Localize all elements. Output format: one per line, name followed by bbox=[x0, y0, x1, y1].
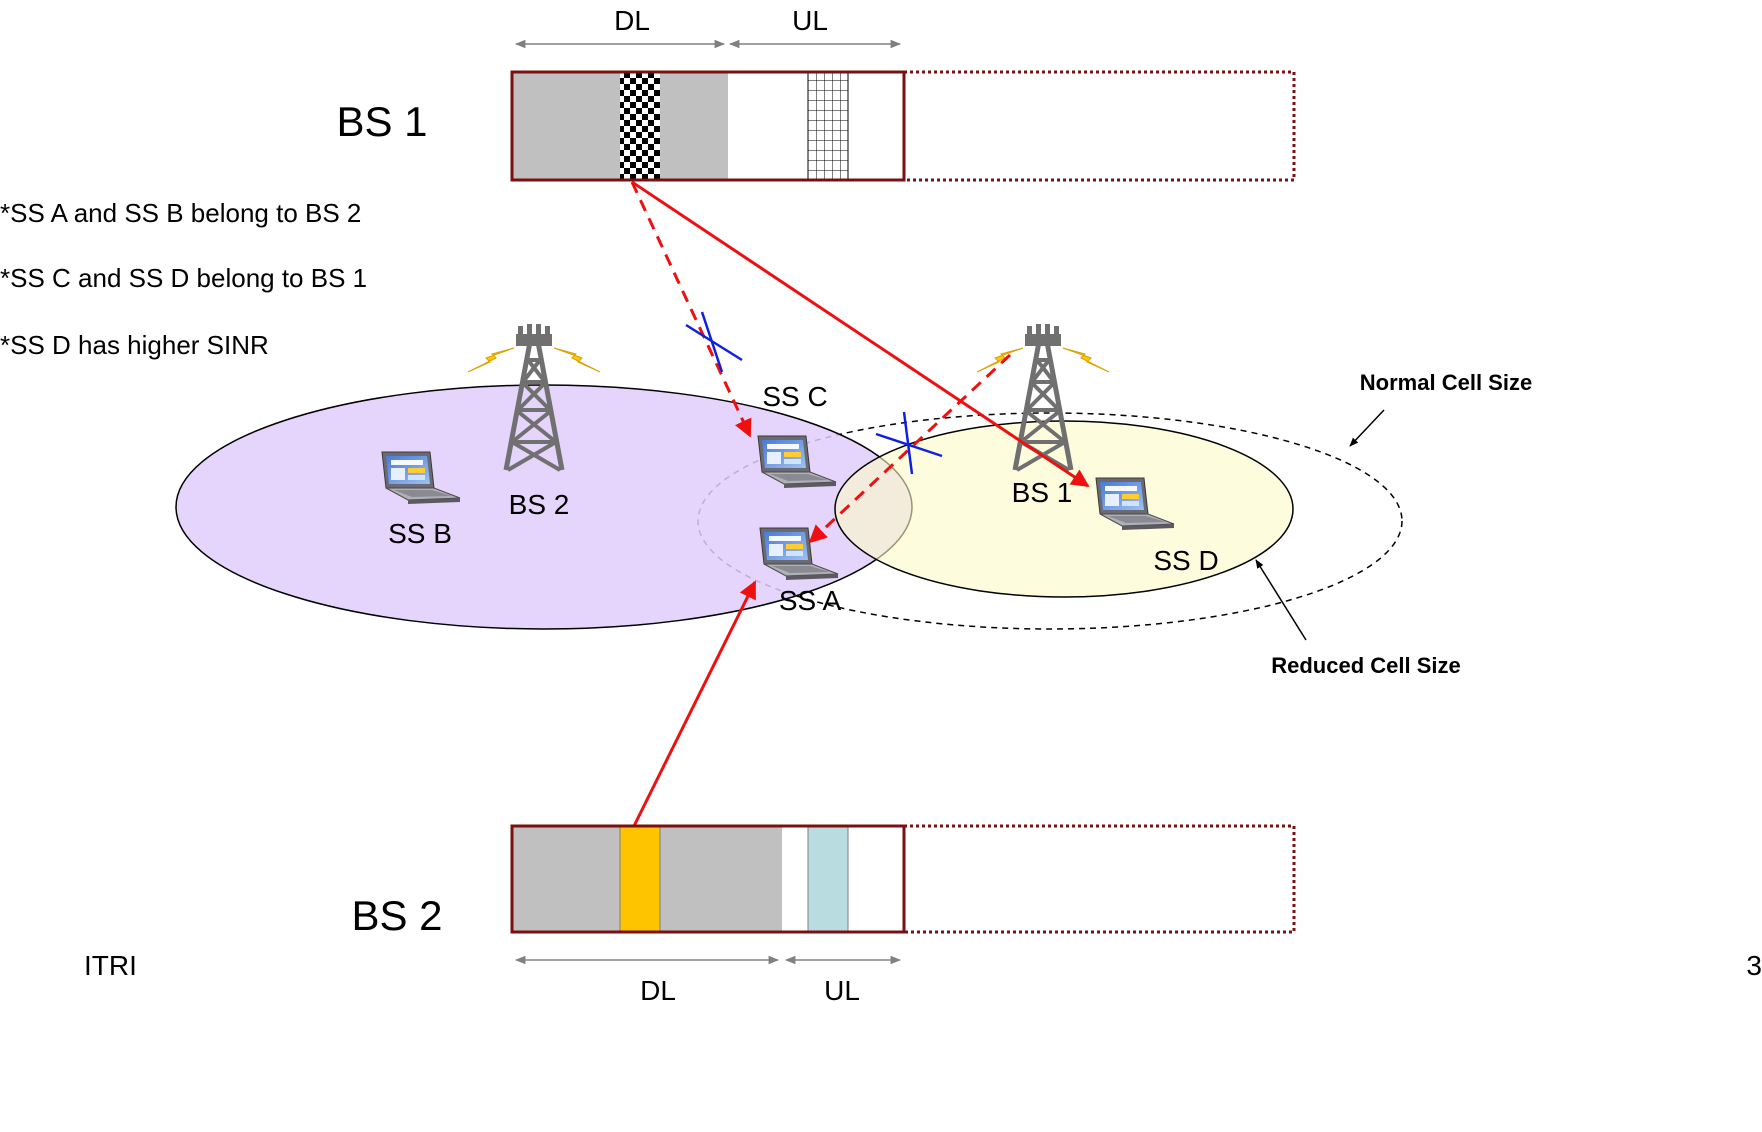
ss-d-to-ss-a-interference bbox=[808, 353, 1012, 544]
bs1-dl-label: DL bbox=[614, 5, 650, 36]
bs1-ul-grid-burst bbox=[807, 71, 849, 181]
bs2-dl-label: DL bbox=[640, 975, 676, 1006]
bs1-tower-label: BS 1 bbox=[1012, 477, 1073, 508]
note-sinr: *SS D has higher SINR bbox=[0, 330, 269, 360]
ss-a-label: SS A bbox=[779, 585, 842, 616]
bs2-ul-burst bbox=[807, 825, 849, 933]
ss-b-label: SS B bbox=[388, 518, 452, 549]
blocked-mark-ss-a bbox=[875, 411, 943, 475]
bs2-to-ss-a-signal bbox=[632, 580, 757, 827]
bs2-dl-burst bbox=[619, 825, 661, 933]
normal-cell-pointer bbox=[1349, 409, 1385, 447]
ss-d-label: SS D bbox=[1153, 545, 1218, 576]
bs1-frame: DL UL BS 1 bbox=[336, 5, 1296, 182]
bs2-ul-label: UL bbox=[824, 975, 860, 1006]
bs1-to-ss-d-signal bbox=[631, 180, 1090, 488]
normal-cell-size-label: Normal Cell Size bbox=[1360, 370, 1532, 395]
footer-org: ITRI bbox=[84, 950, 137, 981]
reduced-cell-size-label: Reduced Cell Size bbox=[1271, 653, 1461, 678]
note-ss-cd: *SS C and SS D belong to BS 1 bbox=[0, 263, 367, 293]
bs1-frame-label: BS 1 bbox=[336, 98, 427, 145]
reduced-cell-pointer bbox=[1255, 559, 1307, 641]
blocked-mark-ss-c bbox=[685, 311, 743, 373]
bs1-next-frame bbox=[902, 70, 1296, 182]
note-ss-ab: *SS A and SS B belong to BS 2 bbox=[0, 198, 361, 228]
notes: *SS A and SS B belong to BS 2 *SS C and … bbox=[0, 198, 367, 360]
page-number: 3 bbox=[1746, 950, 1762, 981]
bs1-ul-label: UL bbox=[792, 5, 828, 36]
bs2-frame: BS 2 DL UL bbox=[351, 824, 1296, 1006]
bs2-next-frame bbox=[902, 824, 1296, 934]
bs2-frame-label: BS 2 bbox=[351, 892, 442, 939]
ss-c-label: SS C bbox=[762, 381, 827, 412]
bs1-reduced-cell bbox=[834, 420, 1294, 598]
bs2-tower-label: BS 2 bbox=[509, 489, 570, 520]
bs1-to-ss-c-interference bbox=[630, 181, 752, 438]
bs1-dl-checkered-burst bbox=[620, 72, 660, 180]
